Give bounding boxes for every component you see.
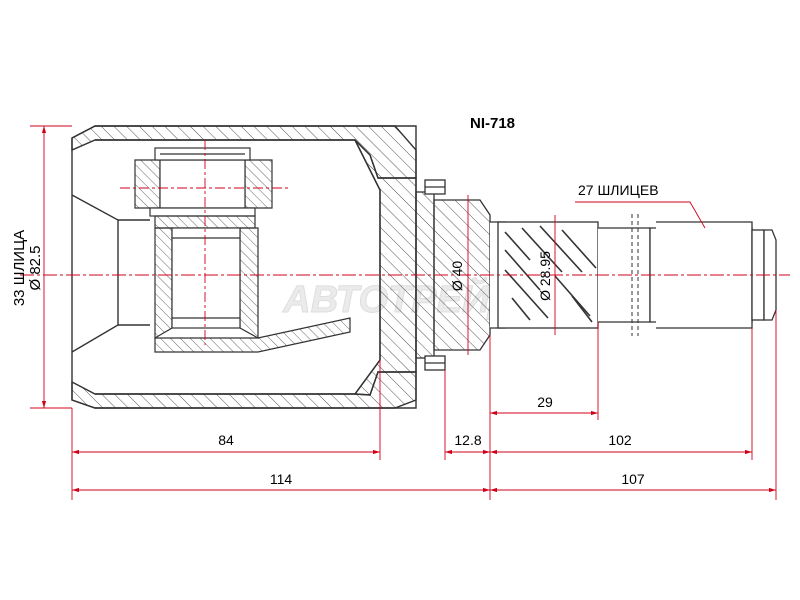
- housing-opening: [71, 194, 119, 353]
- spline-count-outer-label: 33 ШЛИЦА: [11, 230, 28, 306]
- diameter-outer-label: Ø 82.5: [27, 245, 44, 290]
- dim-housing-total: 114: [270, 471, 293, 487]
- dimension-lines: [30, 125, 777, 500]
- dim-shaft-groove: 102: [608, 432, 632, 448]
- housing-rear-wall: [353, 139, 417, 396]
- diameter-shaft-label: Ø 28.95: [537, 251, 553, 301]
- tripod-roller: [134, 147, 351, 353]
- part-number: NI-718: [470, 115, 515, 132]
- dim-shaft-total: 107: [621, 471, 645, 487]
- dim-housing-depth: 84: [218, 432, 234, 448]
- shaft-splines: [504, 225, 597, 323]
- diameter-neck-label: Ø 40: [449, 261, 465, 292]
- housing: [71, 125, 417, 409]
- labels: NI-718 33 ШЛИЦА Ø 82.5 Ø 40 Ø 28.95 27 Ш…: [11, 115, 659, 487]
- center-lines: [20, 140, 790, 355]
- dim-flange-width: 12.8: [454, 432, 481, 448]
- dim-shaft-spline: 29: [537, 394, 553, 410]
- housing-inner-outline: [95, 139, 381, 395]
- spline-count-shaft-label: 27 ШЛИЦЕВ: [578, 182, 659, 198]
